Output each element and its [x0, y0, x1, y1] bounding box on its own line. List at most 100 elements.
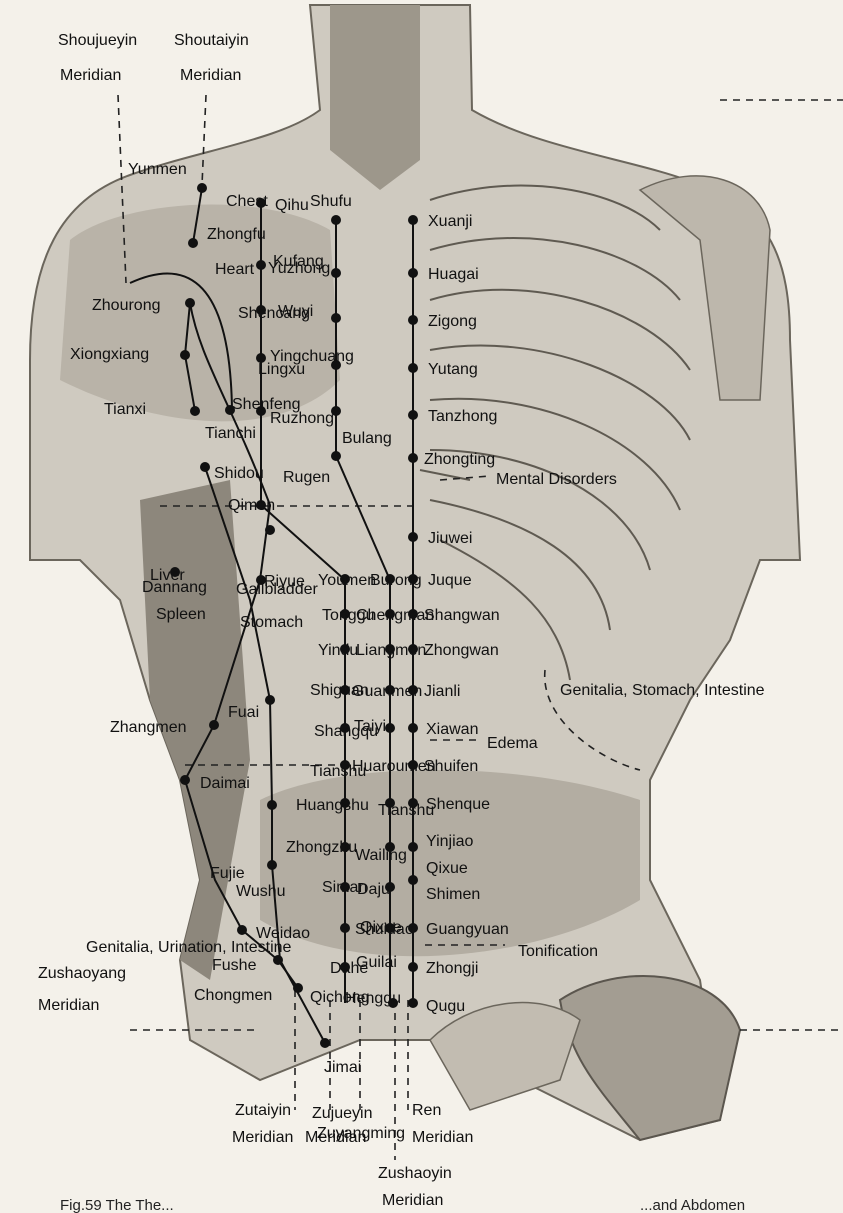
meridian-label: Zujueyin	[312, 1105, 372, 1122]
indication-label: Genitalia, Stomach, Intestine	[560, 682, 765, 699]
point-label: Kufang	[273, 253, 324, 270]
meridian-label: Meridian	[232, 1129, 293, 1146]
acupoint	[200, 462, 210, 472]
point-label: Rugen	[283, 469, 330, 486]
region-label: Gallbladder	[236, 581, 319, 598]
acupoint	[197, 183, 207, 193]
meridian-label: Meridian	[412, 1129, 473, 1146]
point-label: Shidou	[214, 465, 264, 482]
point-label: Chengman	[356, 607, 434, 624]
acupoint	[408, 215, 418, 225]
acupoint	[408, 532, 418, 542]
point-label: Wailing	[355, 847, 407, 864]
indication-label: Edema	[487, 735, 538, 752]
acupoint	[385, 723, 395, 733]
meridian-label: Shoujueyin	[58, 32, 137, 49]
region-label: Dannang	[142, 579, 207, 596]
point-label: Xiawan	[426, 721, 478, 738]
point-label: Yingchuang	[270, 348, 354, 365]
point-label: Fuai	[228, 704, 259, 721]
acupoint	[408, 268, 418, 278]
acupoint	[340, 923, 350, 933]
region-label: Spleen	[156, 606, 206, 623]
point-label: Wushu	[236, 883, 286, 900]
acupoint	[331, 451, 341, 461]
point-label: Huangshu	[296, 797, 369, 814]
acupoint	[267, 860, 277, 870]
meridian-label: Zutaiyin	[235, 1102, 291, 1119]
point-label: Jimai	[324, 1059, 361, 1076]
acupoint	[180, 775, 190, 785]
point-label: Shimen	[426, 886, 480, 903]
point-label: Shangwan	[424, 607, 500, 624]
point-label: Juque	[428, 572, 472, 589]
point-label: Zhongfu	[207, 226, 266, 243]
point-label: Jianli	[424, 683, 460, 700]
point-label: Tianxi	[104, 401, 146, 418]
acupoint	[320, 1038, 330, 1048]
acupoint	[209, 720, 219, 730]
point-label: Guangyuan	[426, 921, 509, 938]
point-label: Ruzhong	[270, 410, 334, 427]
acupoint	[408, 875, 418, 885]
hip-bone	[560, 976, 740, 1140]
point-label: Fushe	[212, 957, 257, 974]
acupoint	[408, 315, 418, 325]
point-label: Chongmen	[194, 987, 272, 1004]
point-label: Huagai	[428, 266, 479, 283]
point-label: Xuanji	[428, 213, 472, 230]
acupoint	[190, 406, 200, 416]
point-label: Jiuwei	[428, 530, 472, 547]
acupoint	[408, 363, 418, 373]
point-label: Zhongzhu	[286, 839, 357, 856]
point-label: Zhourong	[92, 297, 161, 314]
point-label: Guilai	[356, 954, 397, 971]
point-label: Qihu	[275, 197, 309, 214]
acupoint	[185, 298, 195, 308]
acupoint	[237, 925, 247, 935]
point-label: Guanmen	[352, 683, 422, 700]
acupoint	[331, 215, 341, 225]
point-label: Shenque	[426, 796, 490, 813]
region-label: Stomach	[240, 614, 303, 631]
point-label: Taiyi	[354, 718, 386, 735]
point-label: Burong	[370, 572, 422, 589]
acupoint	[331, 313, 341, 323]
acupoint	[265, 695, 275, 705]
point-label: Youmen	[318, 572, 376, 589]
point-label: Tianshu	[378, 802, 434, 819]
point-label: Shuidao	[355, 921, 414, 938]
region-label: Heart	[215, 261, 255, 278]
acupoint	[180, 350, 190, 360]
meridian-label: Shoutaiyin	[174, 32, 249, 49]
indication-label: Tonification	[518, 943, 598, 960]
acupoint	[408, 410, 418, 420]
point-label: Tianshu	[310, 763, 366, 780]
acupoint	[265, 525, 275, 535]
acupoint	[408, 998, 418, 1008]
point-label: Fujie	[210, 865, 245, 882]
point-label: Liangmen	[356, 642, 426, 659]
meridian-label: Meridian	[38, 997, 99, 1014]
acupoint	[267, 800, 277, 810]
point-label: Bulang	[342, 430, 392, 447]
point-label: Yunmen	[128, 161, 187, 178]
point-label: Tanzhong	[428, 408, 497, 425]
indication-label: Genitalia, Urination, Intestine	[86, 939, 292, 956]
point-label: Yinjiao	[426, 833, 474, 850]
point-label: Qixue	[426, 860, 468, 877]
point-label: Qichong	[310, 989, 370, 1006]
meridian-label: Meridian	[382, 1192, 443, 1209]
point-label: Xiongxiang	[70, 346, 149, 363]
meridian-label: Ren	[412, 1102, 441, 1119]
caption-left: Fig.59 The The...	[60, 1197, 174, 1213]
point-label: Shufu	[310, 193, 352, 210]
point-label: Zhongting	[424, 451, 495, 468]
point-label: Daimai	[200, 775, 250, 792]
point-label: Tianchi	[205, 425, 256, 442]
meridian-label: Meridian	[305, 1129, 366, 1146]
point-label: Zhongji	[426, 960, 478, 977]
caption-right: ...and Abdomen	[640, 1197, 745, 1213]
acupoint	[273, 955, 283, 965]
